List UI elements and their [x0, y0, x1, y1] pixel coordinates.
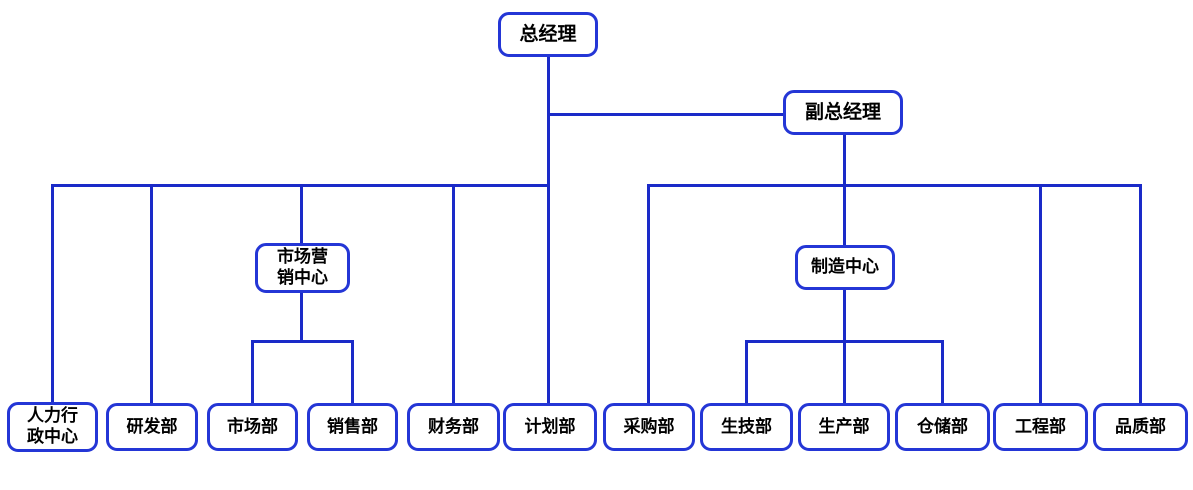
node-marketing-center: 市场营 销中心: [255, 243, 350, 293]
node-planning-dept: 计划部: [503, 403, 597, 451]
connector-drop-production: [843, 290, 846, 406]
node-hr-admin-center: 人力行 政中心: [7, 402, 98, 452]
connector-drop-finance: [452, 184, 455, 406]
node-warehouse-dept: 仓储部: [895, 403, 990, 451]
connector-right-sub-rail: [745, 340, 944, 343]
connector-drop-sales: [351, 340, 354, 406]
node-engineering-dept: 工程部: [993, 403, 1088, 451]
connector-drop-warehouse: [941, 340, 944, 406]
node-production-dept: 生产部: [798, 403, 890, 451]
node-deputy-general-manager: 副总经理: [783, 90, 903, 135]
connector-drop-hr-admin: [51, 184, 54, 406]
node-purchasing-dept: 采购部: [603, 403, 695, 451]
connector-gm-to-dgm: [547, 113, 785, 116]
connector-drop-prod-tech: [745, 340, 748, 406]
connector-left-sub-rail: [251, 340, 354, 343]
node-market-dept: 市场部: [207, 403, 298, 451]
connector-drop-market: [251, 340, 254, 406]
connector-gm-to-planning: [547, 57, 550, 406]
node-sales-dept: 销售部: [307, 403, 398, 451]
connector-dgm-drop: [843, 135, 846, 247]
node-rd-dept: 研发部: [106, 403, 198, 451]
node-production-tech-dept: 生技部: [700, 403, 793, 451]
connector-marketing-center-drop: [300, 293, 303, 343]
connector-drop-engineering: [1039, 184, 1042, 406]
connector-right-rail: [648, 184, 1142, 187]
connector-drop-rd: [150, 184, 153, 406]
connector-drop-marketing-center: [300, 184, 303, 245]
connector-drop-purchasing: [647, 184, 650, 406]
node-manufacturing-center: 制造中心: [795, 245, 895, 290]
node-general-manager: 总经理: [498, 12, 598, 57]
node-finance-dept: 财务部: [407, 403, 500, 451]
node-quality-dept: 品质部: [1093, 403, 1188, 451]
connector-drop-quality: [1139, 184, 1142, 406]
